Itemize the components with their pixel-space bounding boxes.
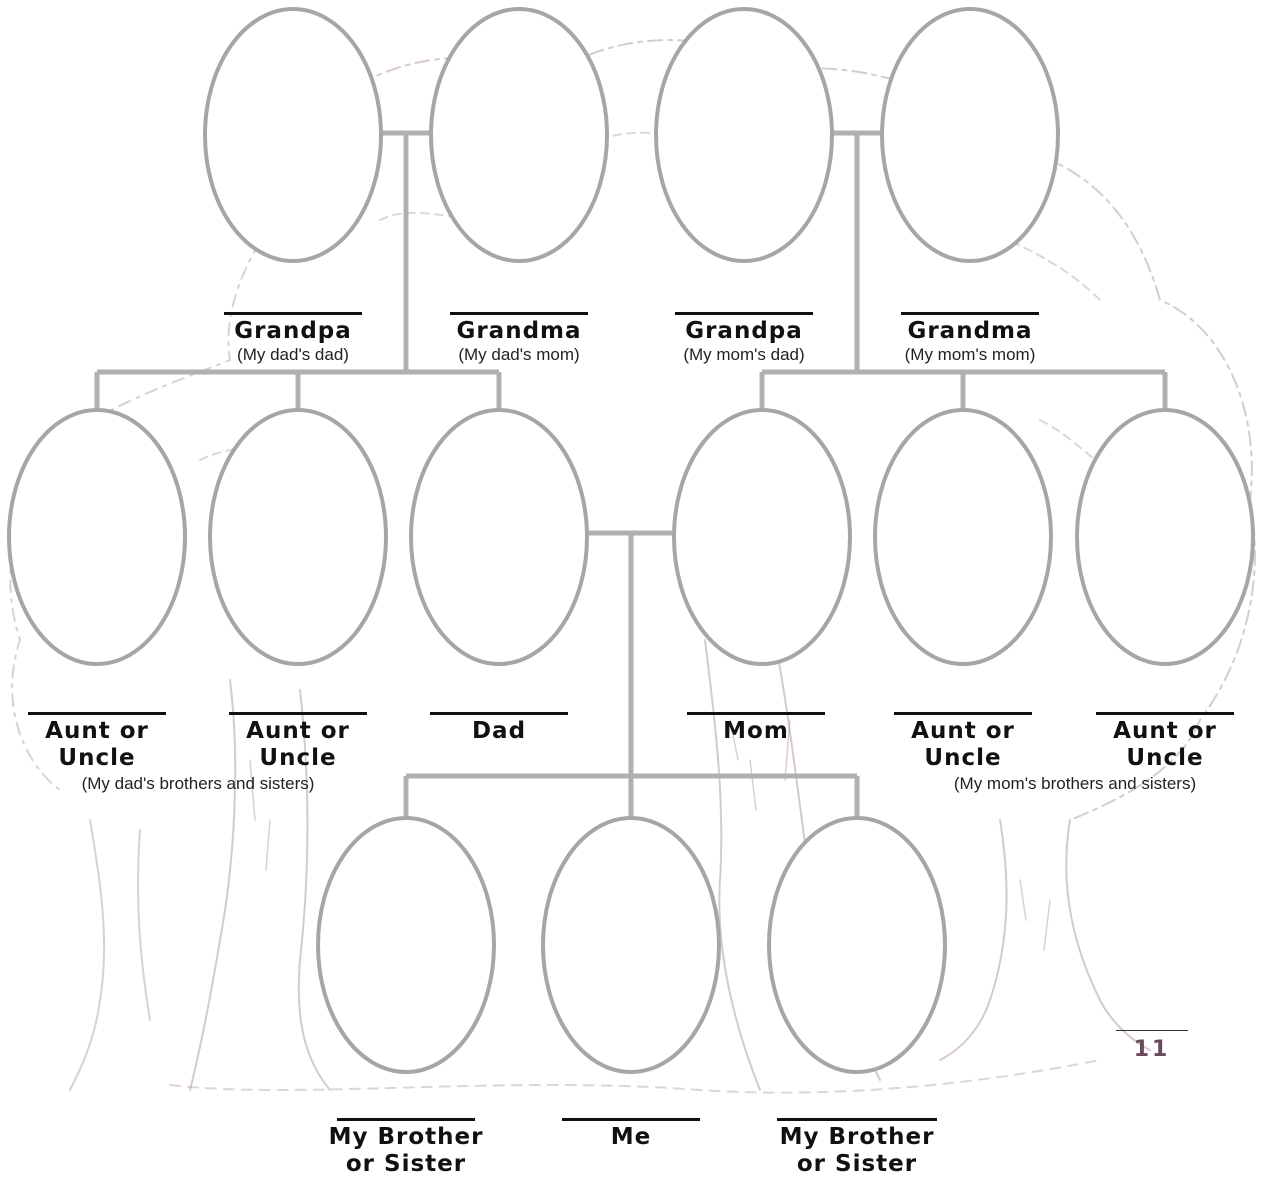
dad-siblings-note: (My dad's brothers and sisters) (28, 774, 368, 794)
name-blank[interactable] (675, 312, 813, 315)
label-mom: Mom (668, 712, 844, 745)
name-blank[interactable] (337, 1118, 475, 1121)
label-note: (My mom's mom) (882, 345, 1058, 365)
name-blank[interactable] (28, 712, 166, 715)
label-sibling-2: My Brother or Sister (769, 1118, 945, 1178)
name-blank[interactable] (1096, 712, 1234, 715)
page-number: 11 (1116, 1030, 1188, 1062)
label-title: Grandpa (205, 318, 381, 345)
label-mom-sibling-2: Aunt or Uncle (1077, 712, 1253, 772)
label-note: (My dad's dad) (205, 345, 381, 365)
name-blank[interactable] (229, 712, 367, 715)
photo-frame-sibling-2[interactable] (769, 818, 945, 1072)
label-title: Grandma (882, 318, 1058, 345)
label-title-line1: Aunt or (1077, 718, 1253, 745)
label-dad: Dad (411, 712, 587, 745)
label-title-line2: or Sister (769, 1151, 945, 1178)
label-grandma-dad-side: Grandma (My dad's mom) (431, 312, 607, 365)
label-title-line2: or Sister (318, 1151, 494, 1178)
label-mom-sibling-1: Aunt or Uncle (875, 712, 1051, 772)
photo-frame-mom-sibling-1[interactable] (875, 410, 1051, 664)
label-title-line1: Aunt or (210, 718, 386, 745)
label-me: Me (543, 1118, 719, 1151)
label-title: Dad (411, 718, 587, 745)
label-sibling-1: My Brother or Sister (318, 1118, 494, 1178)
photo-frame-grandma-mom-side[interactable] (882, 9, 1058, 261)
label-title-line2: Uncle (875, 745, 1051, 772)
label-title-line1: My Brother (318, 1124, 494, 1151)
photo-frame-mom-sibling-2[interactable] (1077, 410, 1253, 664)
photo-frame-dad-sibling-2[interactable] (210, 410, 386, 664)
name-blank[interactable] (687, 712, 825, 715)
photo-frame-grandpa-mom-side[interactable] (656, 9, 832, 261)
label-note: (My dad's mom) (431, 345, 607, 365)
trunk-far-left (70, 820, 150, 1090)
label-note: (My mom's dad) (656, 345, 832, 365)
photo-frame-me[interactable] (543, 818, 719, 1072)
photo-frame-mom[interactable] (674, 410, 850, 664)
mom-siblings-note: (My mom's brothers and sisters) (905, 774, 1245, 794)
photo-frame-sibling-1[interactable] (318, 818, 494, 1072)
name-blank[interactable] (224, 312, 362, 315)
label-title-line1: Aunt or (9, 718, 185, 745)
label-title: Grandma (431, 318, 607, 345)
name-blank[interactable] (894, 712, 1032, 715)
label-grandma-mom-side: Grandma (My mom's mom) (882, 312, 1058, 365)
label-title-line2: Uncle (9, 745, 185, 772)
name-blank[interactable] (901, 312, 1039, 315)
label-grandpa-dad-side: Grandpa (My dad's dad) (205, 312, 381, 365)
name-blank[interactable] (562, 1118, 700, 1121)
label-grandpa-mom-side: Grandpa (My mom's dad) (656, 312, 832, 365)
trunk-center-left (705, 640, 760, 1090)
label-title: Mom (668, 718, 844, 745)
photo-frame-grandma-dad-side[interactable] (431, 9, 607, 261)
name-blank[interactable] (450, 312, 588, 315)
label-dad-sibling-2: Aunt or Uncle (210, 712, 386, 772)
name-blank[interactable] (777, 1118, 937, 1121)
label-title-line2: Uncle (1077, 745, 1253, 772)
label-title-line2: Uncle (210, 745, 386, 772)
label-title: Me (543, 1124, 719, 1151)
label-title-line1: My Brother (769, 1124, 945, 1151)
label-title-line1: Aunt or (875, 718, 1051, 745)
photo-frame-dad[interactable] (411, 410, 587, 664)
photo-frame-grandpa-dad-side[interactable] (205, 9, 381, 261)
label-dad-sibling-1: Aunt or Uncle (9, 712, 185, 772)
label-title: Grandpa (656, 318, 832, 345)
photo-frame-dad-sibling-1[interactable] (9, 410, 185, 664)
name-blank[interactable] (430, 712, 568, 715)
